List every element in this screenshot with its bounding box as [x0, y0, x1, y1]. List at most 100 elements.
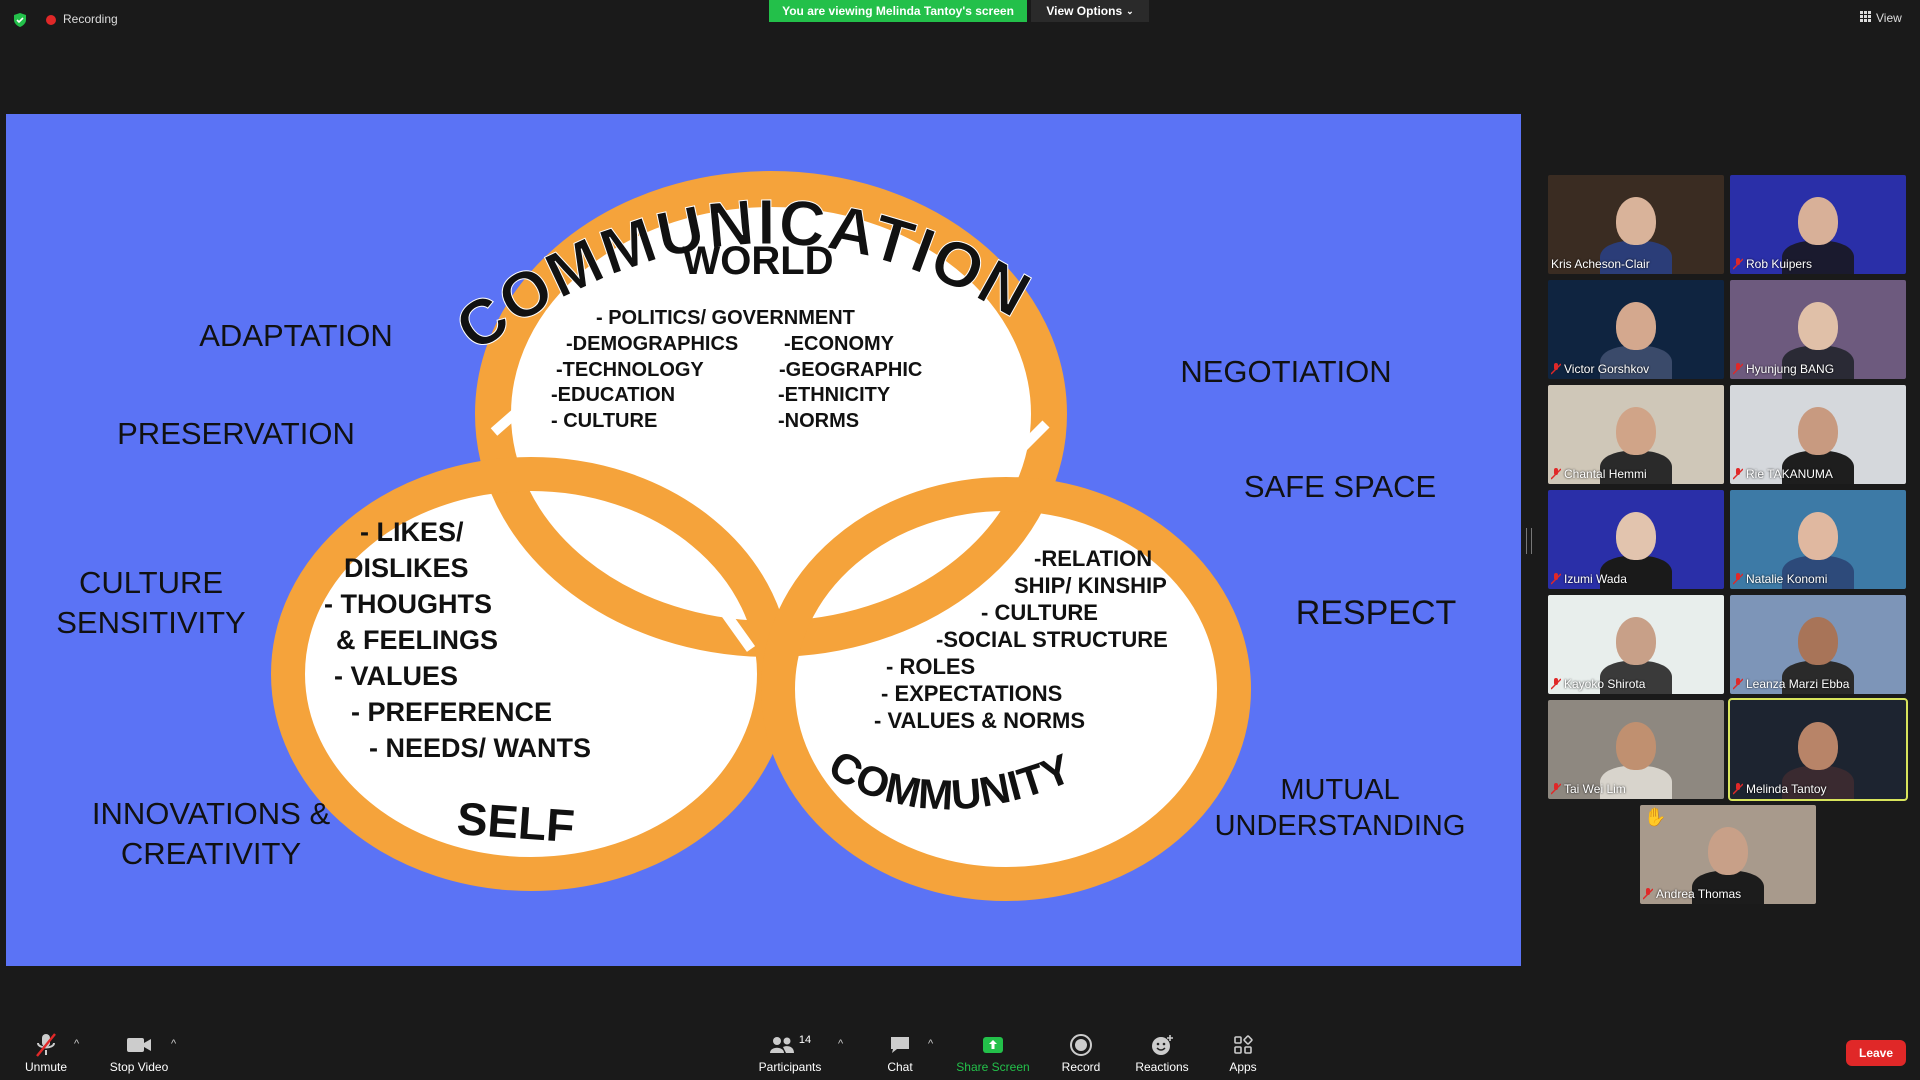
video-options-caret[interactable]: ^ [171, 1038, 177, 1050]
participant-body [1600, 556, 1672, 589]
word-mutual-understanding: MUTUAL [1280, 774, 1399, 806]
word-negotiation: NEGOTIATION [1180, 354, 1391, 389]
recording-label: Recording [63, 12, 118, 26]
participant-face [1616, 302, 1656, 350]
word-innovations-creativity: CREATIVITY [121, 836, 301, 871]
participant-tile[interactable]: Melinda Tantoy [1728, 698, 1908, 801]
participant-tile[interactable]: Natalie Konomi [1730, 490, 1906, 589]
view-options-button[interactable]: View Options ⌄ [1031, 0, 1149, 22]
participants-button[interactable]: 14 Participants [752, 1016, 828, 1080]
word-respect: RESPECT [1296, 594, 1457, 632]
participant-name: Kris Acheson-Clair [1551, 257, 1650, 271]
view-layout-button[interactable]: View [1860, 11, 1902, 25]
participant-face [1798, 617, 1838, 665]
stop-video-button[interactable]: Stop Video [104, 1016, 174, 1080]
participant-tile[interactable]: Victor Gorshkov [1548, 280, 1724, 379]
participant-name-tag: Victor Gorshkov [1550, 362, 1649, 376]
participant-name: Tai Wei Lim [1564, 782, 1626, 796]
participant-name: Andrea Thomas [1656, 887, 1742, 901]
viewing-screen-banner: You are viewing Melinda Tantoy's screen [769, 0, 1027, 22]
participant-name: Rie TAKANUMA [1746, 467, 1833, 481]
participant-tile[interactable]: Chantal Hemmi [1548, 385, 1724, 484]
grid-icon [1860, 11, 1871, 25]
community-item: - VALUES & NORMS [874, 708, 1085, 733]
community-item: - CULTURE [981, 600, 1098, 625]
security-shield-icon[interactable] [12, 12, 28, 28]
world-item: -ETHNICITY [778, 384, 891, 406]
community-item: - EXPECTATIONS [881, 681, 1062, 706]
chevron-down-icon: ⌄ [1126, 5, 1134, 16]
recording-dot-icon [46, 15, 56, 25]
participant-tile[interactable]: Rob Kuipers [1730, 175, 1906, 274]
world-item: -GEOGRAPHIC [779, 359, 922, 381]
community-circle [766, 484, 1246, 894]
muted-mic-icon [1550, 678, 1562, 690]
self-circle [276, 464, 786, 884]
participant-tile[interactable]: Kayoko Shirota [1548, 595, 1724, 694]
participants-icon: 14 [769, 1030, 811, 1060]
participant-body [1600, 346, 1672, 379]
participant-body [1782, 556, 1854, 589]
participant-tile[interactable]: Kris Acheson-Clair [1548, 175, 1724, 274]
participant-tile[interactable]: Leanza Marzi Ebba [1730, 595, 1906, 694]
muted-mic-icon [1732, 678, 1744, 690]
record-button[interactable]: Record [1055, 1016, 1107, 1080]
participant-name: Leanza Marzi Ebba [1746, 677, 1850, 691]
apps-icon [1233, 1030, 1253, 1060]
word-preservation: PRESERVATION [117, 416, 355, 451]
self-item: - VALUES [334, 661, 458, 691]
participant-face [1798, 302, 1838, 350]
participant-name-tag: Leanza Marzi Ebba [1732, 677, 1850, 691]
word-culture-sensitivity: SENSITIVITY [56, 605, 245, 640]
unmute-label: Unmute [24, 1060, 68, 1074]
apps-button[interactable]: Apps [1222, 1016, 1264, 1080]
participant-body [1600, 451, 1672, 484]
participant-tile[interactable]: Izumi Wada [1548, 490, 1724, 589]
raised-hand-icon: ✋ [1644, 807, 1667, 827]
participant-face [1708, 827, 1748, 875]
microphone-muted-icon [34, 1030, 58, 1060]
unmute-button[interactable]: Unmute [18, 1016, 74, 1080]
participant-face [1616, 512, 1656, 560]
audio-options-caret[interactable]: ^ [74, 1038, 80, 1050]
muted-mic-icon [1550, 573, 1562, 585]
participant-tile[interactable]: Hyunjung BANG [1730, 280, 1906, 379]
word-safe-space: SAFE SPACE [1244, 469, 1436, 504]
self-item: & FEELINGS [336, 625, 498, 655]
venn-diagram: COMMUNICATION WORLD - POLITICS/ GOVERNME… [56, 171, 1465, 901]
muted-mic-icon [1642, 888, 1654, 900]
leave-button[interactable]: Leave [1846, 1040, 1906, 1066]
self-item: - PREFERENCE [351, 697, 552, 727]
share-screen-button[interactable]: Share Screen [955, 1016, 1031, 1080]
participant-name-tag: Izumi Wada [1550, 572, 1627, 586]
world-item: -DEMOGRAPHICS [566, 333, 738, 355]
participant-tile[interactable]: ✋ Andrea Thomas [1640, 805, 1816, 904]
muted-mic-icon [1550, 468, 1562, 480]
view-label: View [1876, 11, 1902, 25]
record-icon [1070, 1030, 1092, 1060]
community-item: -SOCIAL STRUCTURE [936, 627, 1168, 652]
panel-resize-handle[interactable] [1526, 528, 1532, 554]
participant-name: Chantal Hemmi [1564, 467, 1647, 481]
world-item: -EDUCATION [551, 384, 675, 406]
participant-name-tag: Rie TAKANUMA [1732, 467, 1833, 481]
participant-tile[interactable]: Tai Wei Lim [1548, 700, 1724, 799]
reactions-button[interactable]: Reactions [1132, 1016, 1192, 1080]
chat-button[interactable]: Chat [876, 1016, 924, 1080]
participant-face [1798, 407, 1838, 455]
participants-label: Participants [758, 1060, 822, 1074]
participant-name-tag: Tai Wei Lim [1550, 782, 1626, 796]
participant-tile[interactable]: Rie TAKANUMA [1730, 385, 1906, 484]
chat-bubble-icon [889, 1030, 911, 1060]
participant-face [1798, 512, 1838, 560]
chat-options-caret[interactable]: ^ [928, 1038, 934, 1050]
participant-body [1600, 766, 1672, 799]
self-title: SELF [455, 792, 576, 852]
participant-face [1616, 617, 1656, 665]
muted-mic-icon [1732, 363, 1744, 375]
self-item: - LIKES/ [360, 517, 464, 547]
word-adaptation: ADAPTATION [199, 318, 392, 353]
participants-options-caret[interactable]: ^ [838, 1038, 844, 1050]
participant-name: Izumi Wada [1564, 572, 1627, 586]
apps-label: Apps [1229, 1060, 1257, 1074]
